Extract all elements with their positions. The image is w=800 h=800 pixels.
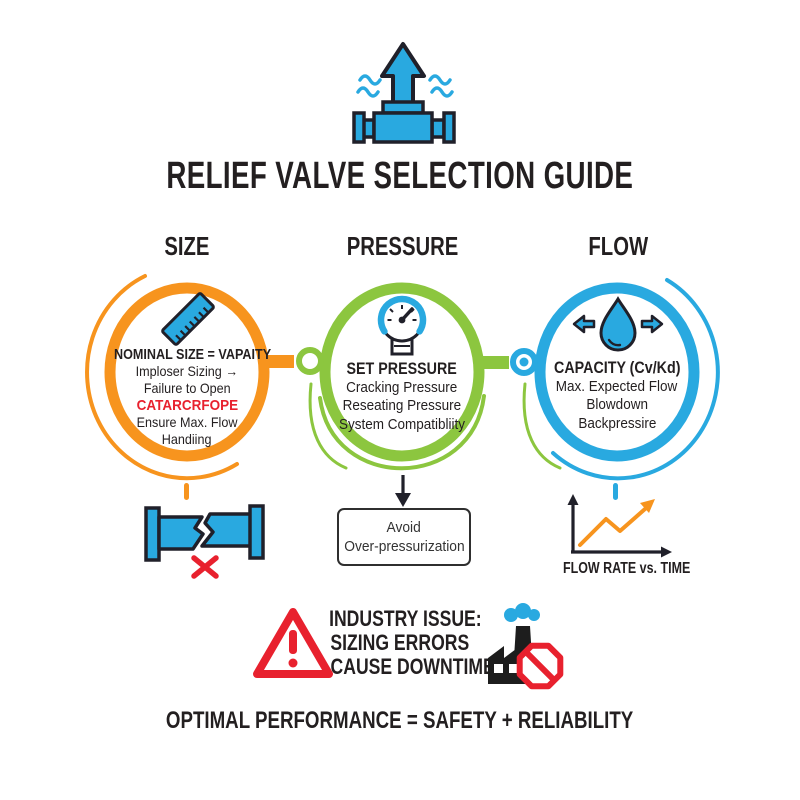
issue-line: SIZING ERRORS: [330, 630, 470, 655]
trend-line: [578, 507, 647, 547]
factory-shutdown-icon: [488, 603, 564, 690]
node-pressure-flow-dot: [519, 357, 529, 367]
pressure-left-tail-arc: [308, 382, 348, 470]
valve-flange-left: [352, 111, 366, 144]
steam-squiggle: [358, 74, 382, 86]
pressure-line: System Compatibliity: [338, 415, 466, 433]
gauge-icon: [377, 295, 427, 356]
down-arrow-icon: [395, 475, 411, 507]
prohibition-slash: [523, 649, 557, 683]
exclamation-bar: [289, 630, 297, 654]
exclamation-dot: [288, 658, 298, 668]
flow-line: Blowdown: [586, 396, 648, 413]
x-axis-arrowhead: [661, 546, 672, 558]
warning-triangle-icon: [253, 608, 333, 678]
relief-valve-icon: [352, 42, 456, 144]
smoke-cloud: [504, 608, 518, 622]
pressure-right-tail-arc: [522, 382, 562, 470]
flow-drop-dash: [613, 483, 618, 500]
flow-chart-label: FLOW RATE vs. TIME: [562, 560, 691, 577]
footer-tagline: OPTIMAL PERFORMANCE = SAFETY + RELIABILI…: [166, 707, 634, 734]
pressure-under-swoosh: [318, 394, 486, 471]
connector-pressure-flow: [479, 356, 509, 369]
size-line: Ensure Max. Flow: [136, 414, 238, 430]
pressure-circle-text: SET PRESSURE Cracking Pressure Reseating…: [314, 359, 490, 434]
size-line: Failure to Open: [143, 380, 231, 396]
size-heading: NOMINAL SIZE = VAPAITY: [113, 346, 272, 363]
size-ring: [104, 282, 270, 462]
pressure-line: Cracking Pressure: [346, 378, 458, 396]
water-drop-flow-icon: [572, 296, 664, 352]
overpressure-note-box: Avoid Over-pressurization: [337, 508, 471, 566]
water-drop: [599, 296, 637, 352]
size-circle-text: NOMINAL SIZE = VAPAITY Imploser Sizing →…: [99, 346, 275, 448]
ruler-ticks: [175, 306, 210, 341]
valve-stub-right: [430, 118, 446, 139]
connector-size-pressure: [264, 355, 294, 368]
flow-heading: CAPACITY (Cv/Kd): [553, 358, 681, 377]
right-arrow: [640, 314, 664, 334]
steam-squiggle: [430, 86, 454, 98]
arrow-head: [395, 493, 411, 507]
smoke-cloud: [515, 603, 531, 619]
pipe-flange-right: [248, 504, 265, 560]
ruler-body: [161, 292, 215, 346]
smoke-cloud: [528, 609, 540, 621]
gauge-hub: [398, 316, 406, 324]
pressure-heading: SET PRESSURE: [346, 359, 458, 378]
trend-line-chart-icon: [567, 494, 672, 558]
trend-arrowhead: [640, 499, 655, 513]
note-line: Over-pressurization: [344, 538, 465, 555]
pipe-flange-left: [144, 506, 161, 562]
size-outer-arc: [85, 274, 239, 481]
page-title: RELIEF VALVE SELECTION GUIDE: [166, 155, 634, 197]
note-line: Avoid: [386, 519, 422, 536]
factory-window: [509, 664, 518, 673]
flow-line: Backpressire: [577, 414, 657, 432]
issue-line: INDUSTRY ISSUE:: [329, 606, 482, 631]
ruler-icon: [161, 292, 215, 346]
pressure-ring: [319, 282, 485, 462]
industry-issue-text: INDUSTRY ISSUE: SIZING ERRORS CAUSE DOWN…: [310, 606, 495, 679]
up-arrow: [380, 42, 426, 106]
flow-line: Max. Expected Flow: [556, 377, 678, 395]
y-axis-arrowhead: [567, 494, 579, 505]
step-label-pressure: PRESSURE: [347, 231, 459, 261]
gauge-blue-arc: [377, 295, 427, 335]
step-label-size: SIZE: [164, 231, 210, 261]
factory-window: [494, 664, 503, 673]
steam-squiggle: [428, 74, 452, 86]
red-x-mark: [191, 555, 219, 579]
drop-shine: [607, 338, 622, 347]
size-warning-text: CATARCRFOPE: [136, 397, 238, 414]
left-arrow: [572, 314, 596, 334]
pressure-line: Reseating Pressure: [342, 397, 462, 414]
node-size-pressure: [296, 347, 324, 375]
pipe-right-segment: [200, 512, 254, 548]
valve-flange-right: [442, 111, 456, 144]
flow-outer-arc: [551, 278, 720, 481]
flow-circle-text: CAPACITY (Cv/Kd) Max. Expected Flow Blow…: [529, 358, 705, 433]
steam-squiggle: [356, 86, 380, 98]
size-drop-dash: [184, 483, 189, 500]
issue-line: CAUSE DOWNTIME: [330, 654, 495, 679]
step-label-flow: FLOW: [588, 231, 648, 261]
size-line: Handiing: [162, 431, 212, 447]
valve-body: [372, 111, 434, 144]
pipe-left-segment: [157, 515, 205, 551]
size-line: Imploser Sizing →: [135, 363, 239, 379]
broken-pipe-icon: [144, 504, 265, 579]
